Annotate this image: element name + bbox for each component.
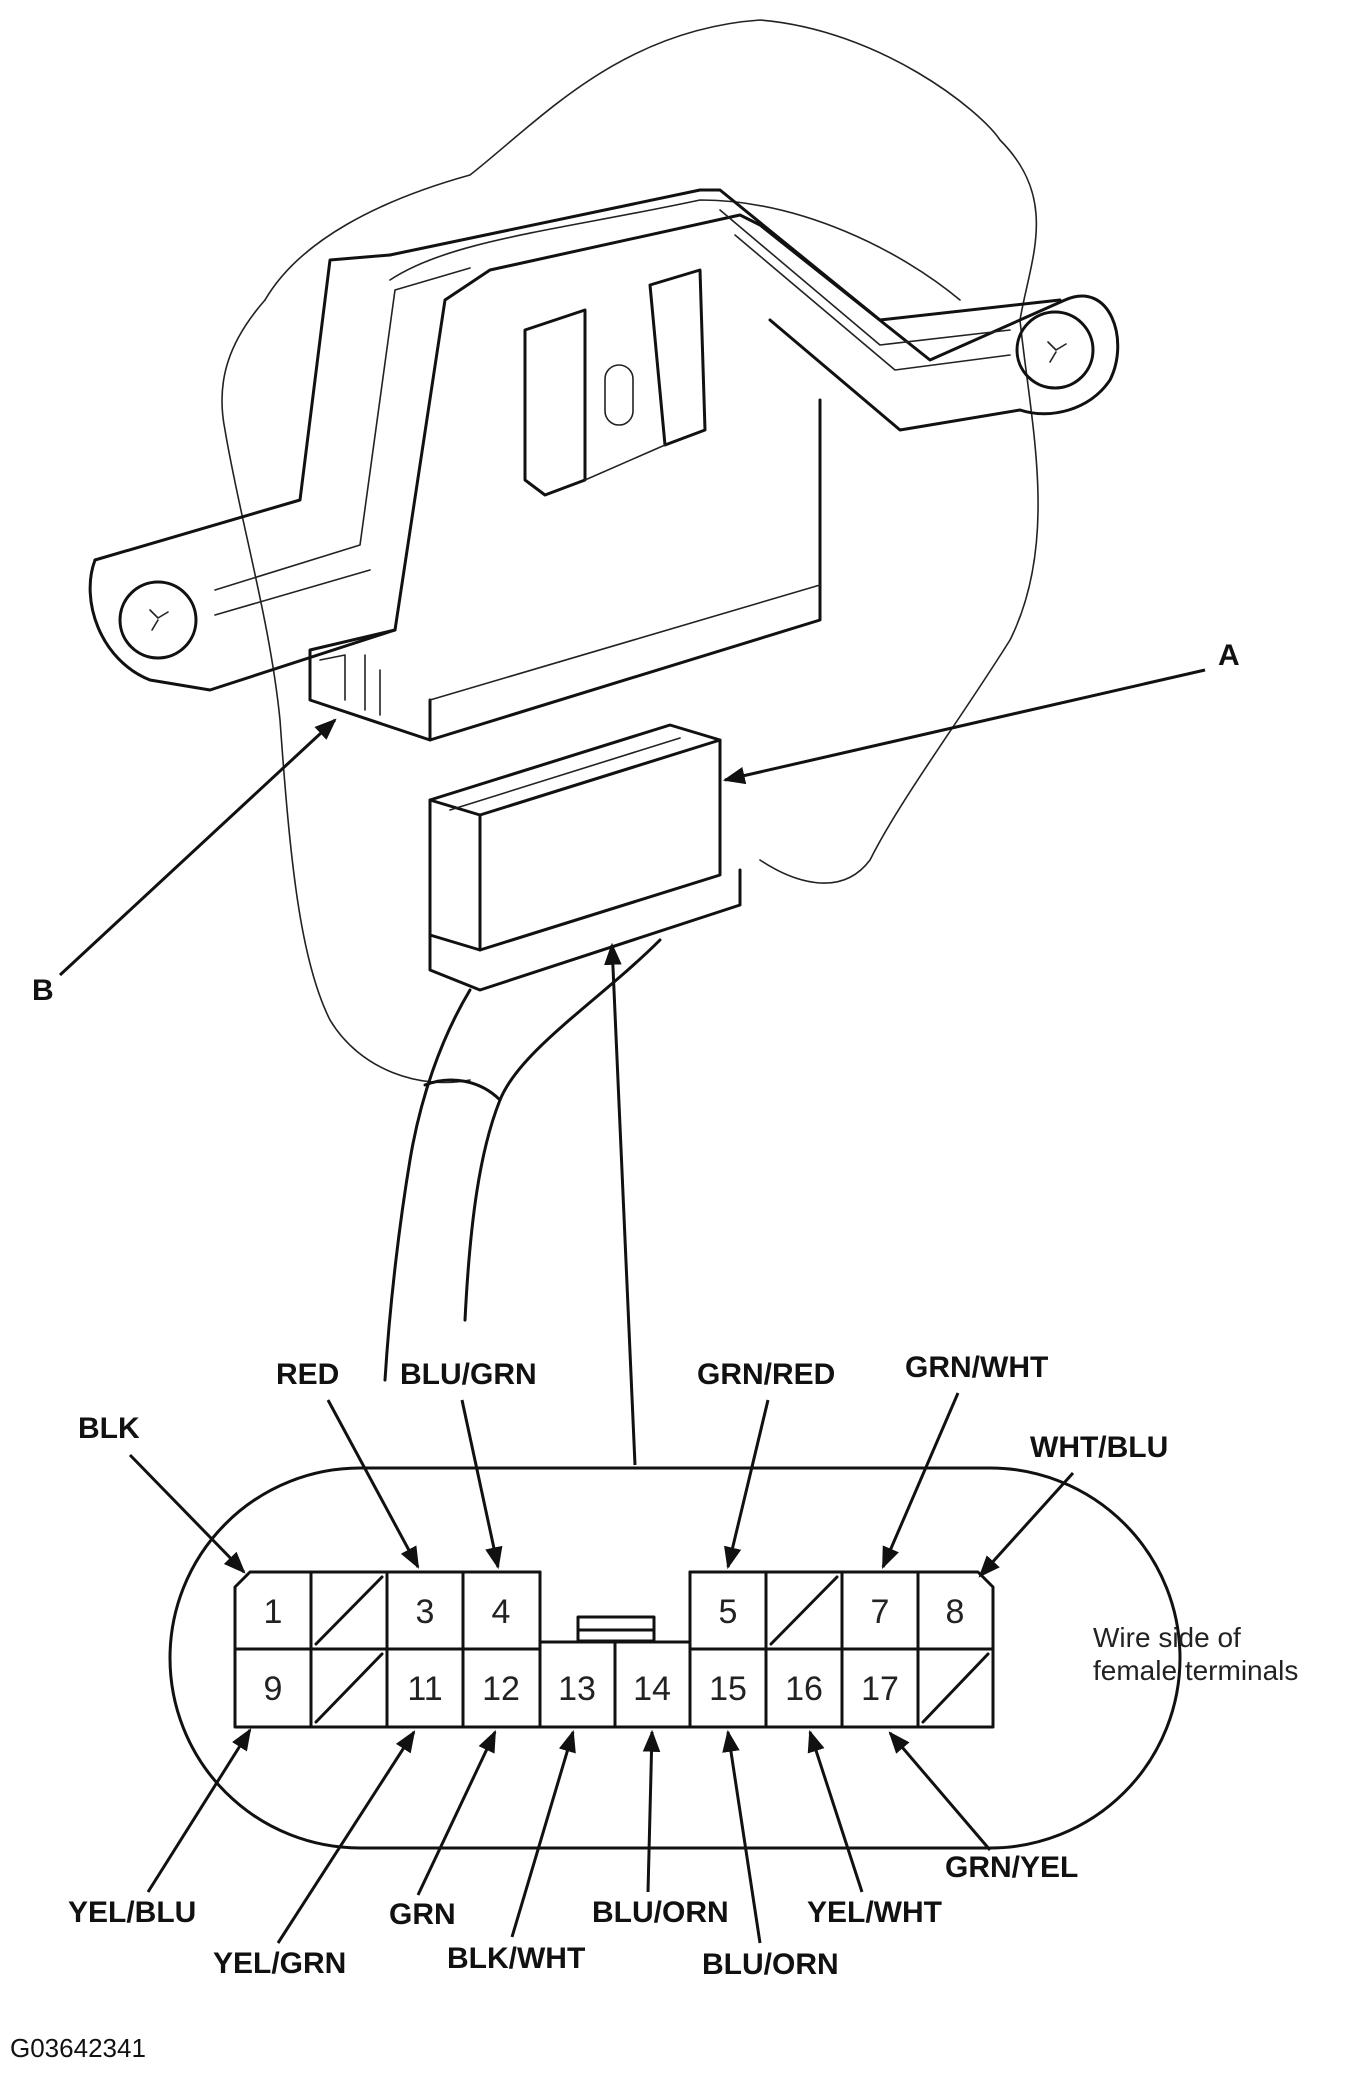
component-tab-b (319, 654, 381, 716)
leader-pin9 (146, 1728, 252, 1893)
wire-label-pin12: GRN (389, 1898, 456, 1931)
pin-number: 3 (416, 1593, 435, 1631)
pin-number: 4 (492, 1593, 511, 1631)
screw-left (118, 580, 198, 660)
wire-label-pin13: BLK/WHT (447, 1942, 585, 1975)
leader-pin8 (978, 1471, 1075, 1578)
figure-code: G03642341 (10, 2033, 146, 2063)
bracket-outline-upper-right (388, 188, 1062, 322)
wire-label-pin17: GRN/YEL (945, 1851, 1078, 1884)
wire-label-pin1: BLK (78, 1412, 140, 1445)
harness-connector-a (428, 723, 722, 952)
connector-face: 1 3 4 5 7 8 9 11 12 13 14 15 16 17 Wire … (168, 1466, 1298, 1850)
callout-b-label: B (32, 974, 54, 1007)
empty-cavity-10 (314, 1652, 384, 1724)
pin-number: 17 (861, 1670, 899, 1708)
leader-pin5 (724, 1399, 770, 1570)
wire-label-pin8: WHT/BLU (1030, 1431, 1168, 1464)
callouts: A B (32, 639, 1240, 1007)
background-outline-right (264, 19, 1039, 884)
wire-label-pin11: YEL/GRN (213, 1947, 346, 1980)
leader-pin12 (416, 1730, 497, 1896)
leader-pin15 (722, 1729, 762, 1944)
leader-pin13 (510, 1729, 576, 1938)
harness-connector-a-ridge (449, 737, 681, 811)
pin-number: 7 (871, 1593, 890, 1631)
leader-pin11 (276, 1730, 416, 1944)
leader-pin14 (642, 1729, 661, 1893)
background-outline-left (221, 299, 471, 1084)
wire-label-pin9: YEL/BLU (68, 1896, 196, 1929)
wire-harness-right (463, 938, 662, 1322)
wire-label-pin3: RED (276, 1358, 339, 1391)
component-illustration (88, 19, 1120, 1382)
pin-number: 14 (633, 1670, 671, 1708)
view-direction-arrow (604, 942, 637, 1466)
leader-pin1 (128, 1453, 246, 1574)
pin-number: 15 (709, 1670, 747, 1708)
wire-label-pin7: GRN/WHT (905, 1351, 1048, 1384)
wire-label-pin15: BLU/ORN (702, 1948, 839, 1981)
leader-pin4 (460, 1399, 503, 1570)
leader-pin3 (326, 1399, 420, 1569)
pin-number: 5 (719, 1593, 738, 1631)
wire-label-pin16: YEL/WHT (807, 1896, 942, 1929)
pin-number: 11 (407, 1670, 442, 1708)
wire-label-pin14: BLU/ORN (592, 1896, 729, 1929)
pin-number: 8 (946, 1593, 965, 1631)
wire-harness-left (383, 988, 472, 1382)
wire-harness-band (423, 1078, 502, 1102)
callout-a-label: A (1218, 639, 1240, 672)
screw-right (1015, 310, 1095, 390)
bracket-slot-left-lower (214, 569, 371, 616)
wire-label-pin4: BLU/GRN (400, 1358, 537, 1391)
connector-outline (168, 1466, 1182, 1850)
pin-number: 9 (264, 1670, 283, 1708)
bracket-outline-upper-left (93, 253, 392, 562)
leader-pin7 (881, 1392, 960, 1570)
harness-connector-a-collar (428, 868, 742, 992)
empty-cavity-6 (769, 1575, 839, 1646)
component-body-line (429, 584, 821, 701)
clip-base-line (584, 444, 666, 481)
harness-connector-a-top (428, 738, 722, 817)
connector-note-line1: Wire side of (1093, 1622, 1241, 1653)
clip-slot (604, 364, 634, 426)
leader-pin17 (888, 1731, 992, 1851)
leader-pin16 (807, 1729, 864, 1893)
screw-left-head (149, 609, 169, 631)
wire-labels: BLK RED BLU/GRN GRN/RED GRN/WHT WHT/BLU … (68, 1351, 1168, 1981)
screw-right-head (1047, 341, 1067, 363)
pin-number: 16 (785, 1670, 823, 1708)
pin-number: 1 (264, 1593, 283, 1631)
retaining-clip-right (648, 268, 707, 447)
empty-cavity-2 (314, 1575, 384, 1646)
retaining-clip-left (523, 308, 587, 497)
callout-b-leader (58, 718, 337, 977)
bracket-slot-right-lower (734, 234, 1011, 371)
wire-label-pin5: GRN/RED (697, 1358, 835, 1391)
callout-a-leader (722, 668, 1206, 785)
bracket-slot-right (719, 209, 1011, 346)
bracket-slot-left (214, 267, 471, 591)
pin-number: 12 (482, 1670, 520, 1708)
pin-number: 13 (558, 1670, 596, 1708)
connector-note-line2: female terminals (1093, 1655, 1298, 1686)
bracket-outline (88, 213, 1120, 692)
empty-cavity-18 (921, 1652, 990, 1724)
component-body (308, 398, 822, 742)
background-outline-top (389, 199, 961, 301)
